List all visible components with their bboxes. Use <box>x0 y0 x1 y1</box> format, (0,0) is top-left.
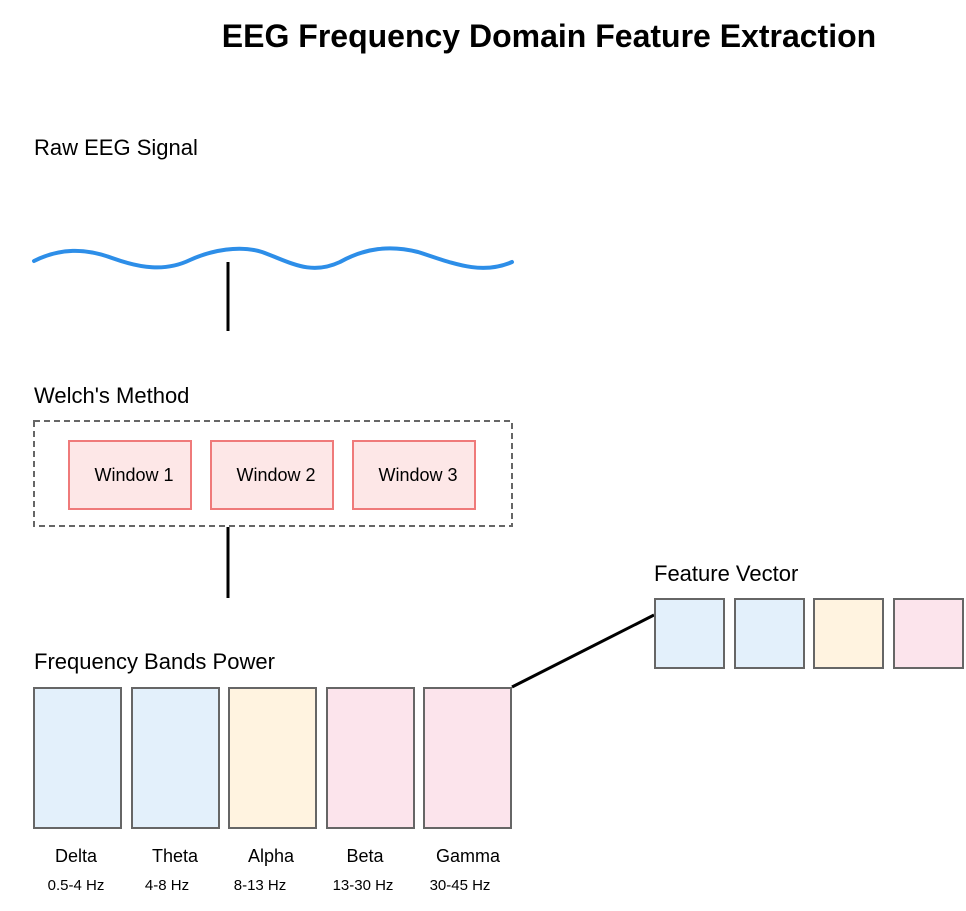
feature-vector-cell <box>734 598 805 669</box>
raw-signal-label: Raw EEG Signal <box>34 135 198 160</box>
band-bar-theta <box>131 687 220 829</box>
feature-vector-cell <box>893 598 964 669</box>
welch-container <box>33 420 513 527</box>
band-name-alpha: Alpha <box>247 846 295 866</box>
band-range-alpha: 8-13 Hz <box>233 877 287 894</box>
connector-bands-to-feature-vector <box>511 613 655 689</box>
band-range-delta: 0.5-4 Hz <box>47 877 105 894</box>
bands-label: Frequency Bands Power <box>34 649 275 674</box>
band-name-delta: Delta <box>54 846 98 866</box>
band-bar-alpha <box>228 687 317 829</box>
diagram-title: EEG Frequency Domain Feature Extraction <box>221 18 877 54</box>
band-bar-beta <box>326 687 415 829</box>
band-bar-delta <box>33 687 122 829</box>
band-range-beta: 13-30 Hz <box>332 877 394 894</box>
welch-window-3: Window 3 <box>352 440 476 510</box>
welch-label: Welch's Method <box>34 383 190 408</box>
eeg-wave <box>32 246 514 270</box>
feature-vector-cell <box>813 598 884 669</box>
band-name-gamma: Gamma <box>435 846 500 866</box>
band-bar-gamma <box>423 687 512 829</box>
band-range-gamma: 30-45 Hz <box>429 877 491 894</box>
band-name-theta: Theta <box>151 846 199 866</box>
welch-window-2: Window 2 <box>210 440 334 510</box>
welch-window-1: Window 1 <box>68 440 192 510</box>
band-range-theta: 4-8 Hz <box>144 877 190 894</box>
feature-vector-cell <box>654 598 725 669</box>
feature-vector-label: Feature Vector <box>654 561 799 586</box>
band-name-beta: Beta <box>346 846 384 866</box>
